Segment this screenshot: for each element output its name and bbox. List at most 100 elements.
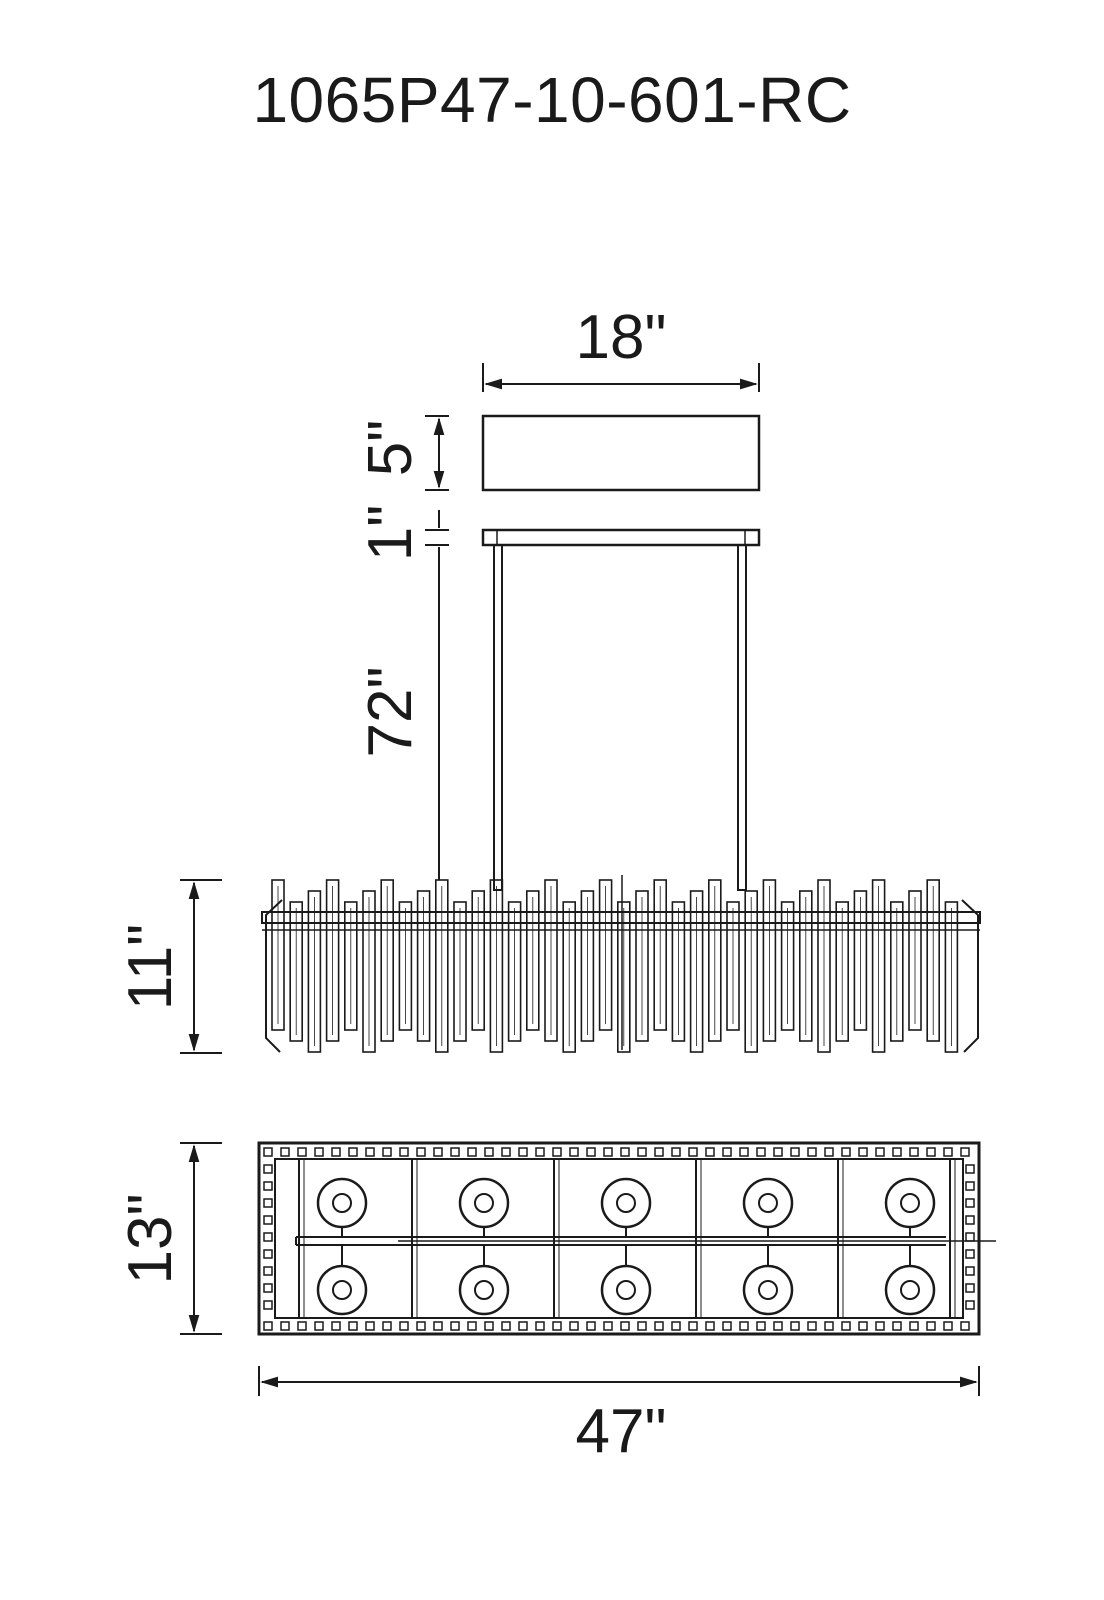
crystal-end-square [722,1147,732,1157]
light-socket [600,1177,652,1229]
crystal-body-bottom-view [257,1141,996,1336]
crystal-end-square [926,1321,936,1331]
body-depth-dimension: 13" [116,1142,222,1335]
crystal-end-square [433,1147,443,1157]
crystal-prism [434,879,449,1053]
crystal-end-square [518,1321,528,1331]
frame-divider [837,1159,844,1318]
crystal-end-square [739,1147,749,1157]
crystal-end-square [875,1147,885,1157]
crystal-end-square [297,1147,307,1157]
crystal-end-square [688,1147,698,1157]
frame-divider [553,1159,560,1318]
crystal-end-square [705,1321,715,1331]
crystal-end-square [569,1147,579,1157]
crystal-prism [453,901,467,1042]
crystal-end-square [960,1147,970,1157]
crystal-end-square [280,1321,290,1331]
crystal-end-square [569,1321,579,1331]
crystal-end-square [535,1321,545,1331]
crystal-end-square [965,1215,975,1225]
crystal-end-square [960,1321,970,1331]
canopy-width-label: 18" [576,303,667,372]
crystal-prism [343,901,358,1031]
frame-divider [411,1159,418,1318]
crystal-prism [362,890,376,1053]
light-socket [742,1177,794,1229]
crystal-end-square [909,1147,919,1157]
crystal-end-square [773,1147,783,1157]
crystal-end-square [965,1300,975,1310]
crystal-end-square [518,1147,528,1157]
crystal-end-square [603,1147,613,1157]
crystal-end-square [484,1147,494,1157]
body-height-dimension: 11" [116,879,222,1054]
crystal-end-square [671,1321,681,1331]
light-socket [316,1177,368,1229]
gap-label: 1" [356,505,425,562]
crystal-prism [871,879,886,1053]
crystal-prism [616,901,631,1053]
crystal-end-square [824,1321,834,1331]
crystal-prism [271,879,285,1031]
crystal-end-square [965,1266,975,1276]
crystal-prism [653,879,668,1031]
crystal-prism [580,890,595,1042]
crystal-end-square [263,1321,273,1331]
crystal-end-square [297,1321,307,1331]
crystal-end-square [739,1321,749,1331]
light-socket [884,1177,936,1229]
frame-divider [949,1159,956,1318]
crystal-end-square [965,1164,975,1174]
crystal-end-square [365,1321,375,1331]
light-socket [458,1177,510,1229]
crystal-end-square [807,1321,817,1331]
crystal-prism [289,901,304,1042]
crystal-prism [562,901,577,1053]
crystal-end-square [484,1321,494,1331]
crystal-end-square [314,1321,324,1331]
crystal-end-square [926,1147,936,1157]
crystal-end-square [348,1147,358,1157]
model-number-title: 1065P47-10-601-RC [252,64,852,136]
crystal-prism [671,901,686,1042]
crystal-end-square [943,1147,953,1157]
crystal-prism [380,879,395,1042]
crystal-prism [944,901,959,1053]
crystal-end-square [965,1181,975,1191]
crystal-end-square [965,1198,975,1208]
crystal-end-square [314,1147,324,1157]
crystal-prism [325,879,340,1042]
frame-divider [298,1159,305,1318]
mounting-plate-and-rods [481,528,761,891]
crystal-end-square [841,1321,851,1331]
vertical-dimensions: 5" 1" 72" [356,415,449,880]
crystal-end-square [416,1147,426,1157]
crystal-end-square [965,1283,975,1293]
crystal-prism [507,901,522,1042]
crystal-prism [598,879,613,1031]
light-socket [884,1264,936,1316]
crystal-end-square [756,1147,766,1157]
body-width-label: 47" [576,1397,667,1466]
canopy-height-label: 5" [356,420,425,477]
canopy [481,414,761,492]
crystal-end-square [722,1321,732,1331]
crystal-end-square [773,1321,783,1331]
crystal-prism [926,879,941,1042]
crystal-end-square [467,1147,477,1157]
crystal-end-square [365,1147,375,1157]
crystal-end-square [263,1232,273,1242]
crystal-prism [307,890,322,1053]
light-socket [600,1264,652,1316]
crystal-end-square [756,1321,766,1331]
crystal-end-square [620,1147,630,1157]
crystal-end-square [858,1321,868,1331]
crystal-end-square [280,1147,290,1157]
crystal-end-square [705,1147,715,1157]
crystal-end-square [824,1147,834,1157]
light-socket [316,1264,368,1316]
crystal-end-square [263,1300,273,1310]
crystal-prism [689,890,704,1053]
